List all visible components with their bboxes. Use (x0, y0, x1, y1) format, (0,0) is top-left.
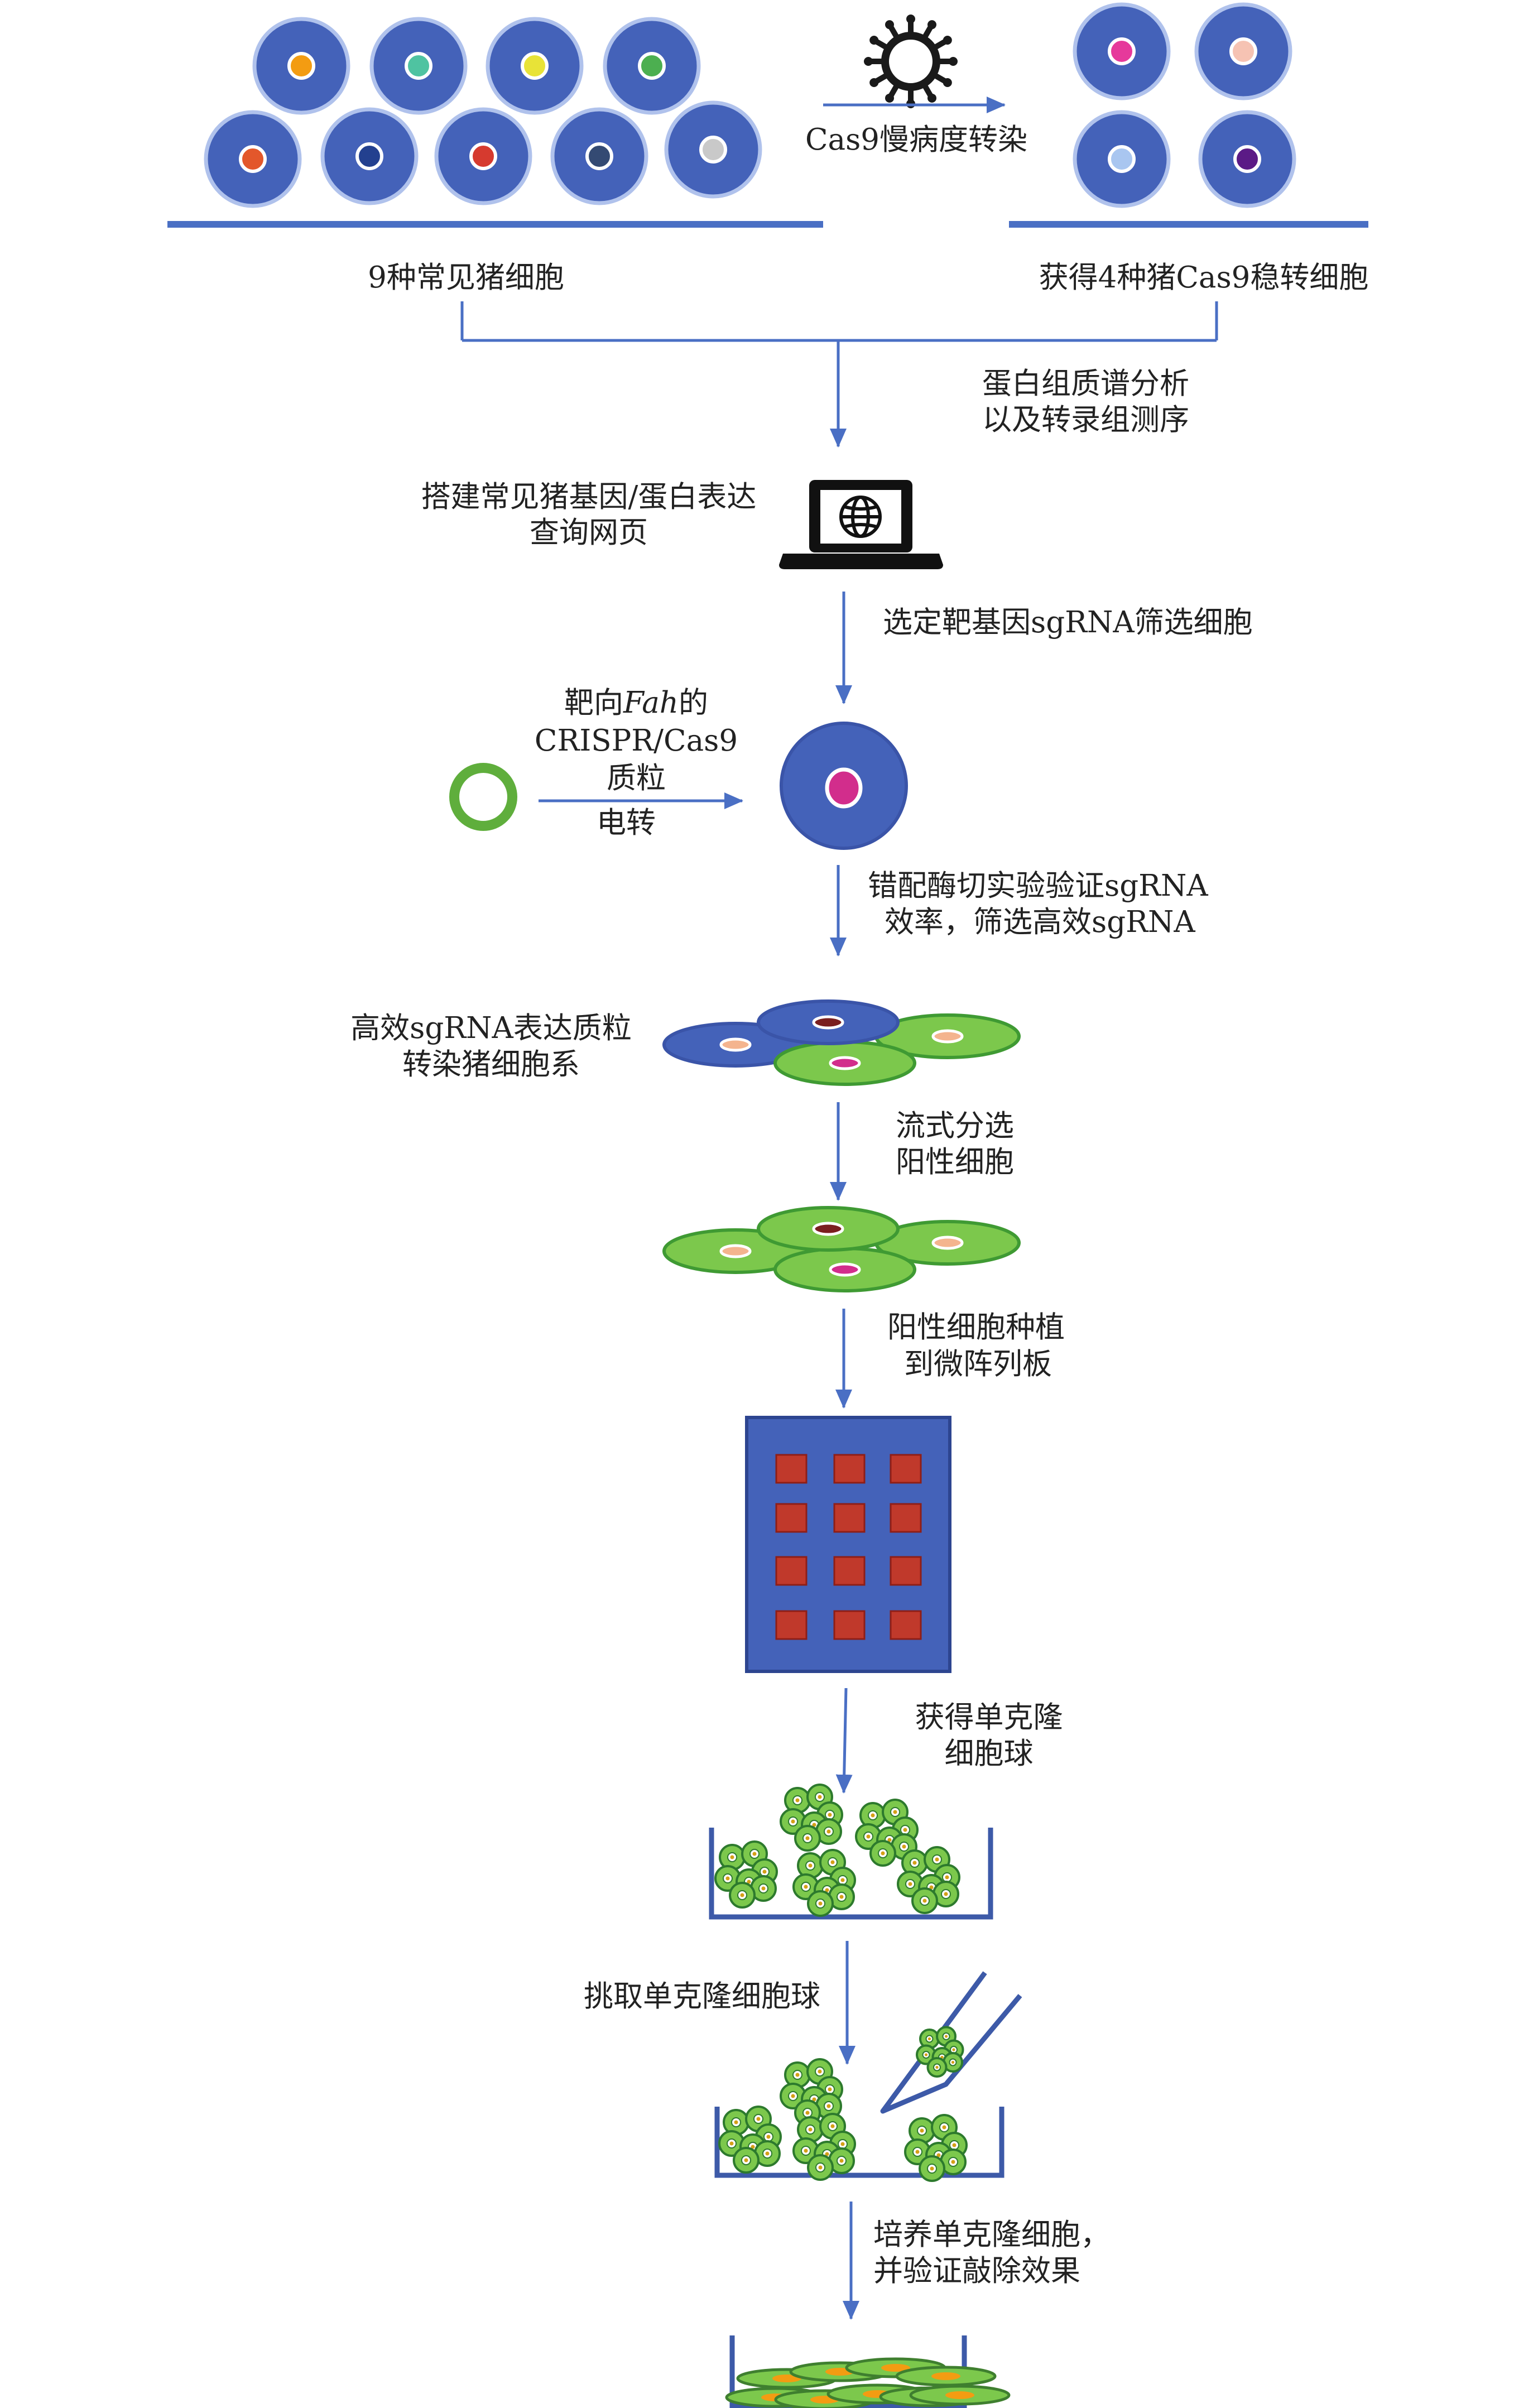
website-label-line1: 搭建常见猪基因/蛋白表达 (421, 480, 757, 514)
arrow-to-spheroids (835, 1688, 853, 1794)
culture-dish (725, 2335, 1011, 2408)
plasmid-label-line1: 靶向Fah的 (564, 686, 708, 720)
laptop-icon (779, 480, 943, 569)
pig-cell-3 (486, 17, 584, 115)
cultured-cell (909, 2385, 1011, 2406)
plate-well (890, 1556, 922, 1586)
cas9-cell-1 (1073, 2, 1171, 100)
plasmid-icon (449, 763, 517, 831)
cas9-cell-3 (1073, 110, 1171, 208)
seed-label-line2: 到微阵列板 (904, 1347, 1052, 1381)
picking-dish (714, 1971, 1022, 2182)
transfection-label: Cas9慢病度转染 (805, 123, 1027, 157)
plate-well (890, 1454, 922, 1484)
website-label-line2: 查询网页 (530, 516, 648, 550)
cell-spheroid (714, 1840, 778, 1909)
cell-spheroid (780, 1784, 843, 1852)
cas9-cells-label: 获得4种猪Cas9稳转细胞 (1039, 261, 1369, 295)
seed-label-line1: 阳性细胞种植 (887, 1310, 1065, 1344)
target-cell (780, 722, 908, 850)
picking-label: 挑取单克隆细胞球 (584, 1979, 820, 2013)
source-cells-label: 9种常见猪细胞 (368, 261, 564, 295)
proteomics-label-line2: 以及转录组测序 (982, 403, 1189, 437)
plate-well (775, 1454, 808, 1484)
source-cells-group: 9种常见猪细胞 (167, 17, 823, 295)
pig-cell-9 (664, 100, 762, 199)
plate-well (833, 1454, 866, 1484)
spheroid-label-line1: 获得单克隆 (915, 1700, 1063, 1734)
transfect-label-line1: 高效sgRNA表达质粒 (350, 1011, 632, 1045)
cell-spheroid (718, 2106, 782, 2174)
cas9-cell-4 (1198, 110, 1296, 208)
microarray-plate (745, 1416, 951, 1673)
plate-well (890, 1610, 922, 1640)
plasmid-label-line3: 质粒 (607, 761, 666, 795)
facs-label-line1: 流式分选 (896, 1109, 1014, 1143)
plate-well (833, 1503, 866, 1533)
merge-bracket (460, 301, 1218, 448)
pig-cell-8 (550, 107, 648, 205)
spheroid-dish (709, 1784, 993, 1920)
cell-spheroid (916, 2026, 964, 2078)
cell-spheroid (780, 2058, 843, 2126)
transfected-cell-mix (662, 999, 1021, 1086)
lentivirus-transfection-step: Cas9慢病度转染 (805, 15, 1027, 157)
spheroid-label-line2: 细胞球 (945, 1737, 1034, 1771)
cell-spheroid (792, 2113, 856, 2181)
cell-spheroid (904, 2114, 968, 2182)
cultured-cell (895, 2366, 997, 2387)
pig-cell-6 (320, 107, 419, 205)
culture-label-line2: 并验证敲除效果 (873, 2254, 1080, 2288)
cell-spheroid (897, 1846, 960, 1914)
plate-well (833, 1556, 866, 1586)
positive-cells (662, 1206, 1021, 1292)
plate-well (833, 1610, 866, 1640)
facs-label-line2: 阳性细胞 (896, 1145, 1014, 1179)
cell-spheroid (792, 1849, 856, 1917)
virus-icon (864, 15, 958, 108)
pig-cell-1 (252, 17, 350, 115)
globe-icon (839, 496, 882, 538)
mismatch-label-line1: 错配酶切实验验证sgRNA (868, 869, 1208, 903)
cas9-cells-group: 获得4种猪Cas9稳转细胞 (1009, 2, 1369, 295)
pig-cell-4 (603, 17, 701, 115)
plate-well (775, 1556, 808, 1586)
culture-label-line1: 培养单克隆细胞， (873, 2218, 1110, 2252)
pig-cell-7 (434, 107, 532, 205)
plate-well (775, 1503, 808, 1533)
mismatch-label-line2: 效率，筛选高效sgRNA (885, 905, 1195, 939)
cas9-cell-2 (1194, 2, 1292, 100)
electroporation-label: 电转 (597, 806, 656, 840)
plasmid-label-line2: CRISPR/Cas9 (535, 724, 738, 758)
pig-cell-2 (369, 17, 468, 115)
plate-well (775, 1610, 808, 1640)
pig-cell-5 (204, 110, 302, 208)
sgrna-screen-label: 选定靶基因sgRNA筛选细胞 (883, 605, 1253, 640)
proteomics-label-line1: 蛋白组质谱分析 (982, 367, 1189, 401)
plate-well (890, 1503, 922, 1533)
transfect-label-line2: 转染猪细胞系 (402, 1047, 580, 1082)
